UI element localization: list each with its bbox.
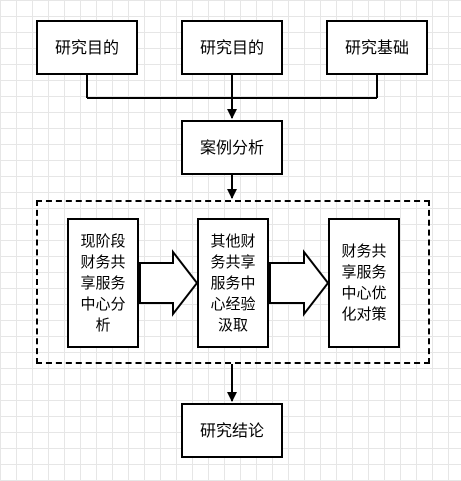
block-arrow-2 <box>269 249 330 317</box>
current-analysis-text: 现阶段 财务共 享服务 中心分 析 <box>80 231 125 336</box>
experience-text: 其他财 务共享 服务中 心经验 汲取 <box>210 231 255 336</box>
research-basis-node: 研究基础 <box>326 20 428 75</box>
experience-node: 其他财 务共享 服务中 心经验 汲取 <box>197 218 269 348</box>
current-analysis-line: 中心分 <box>80 294 126 313</box>
optimization-node: 财务共 享服务 中心优 化对策 <box>328 218 400 348</box>
case-analysis-label: 案例分析 <box>199 137 264 157</box>
optimization-line: 享服务 <box>341 263 387 281</box>
current-analysis-line: 财务共 <box>80 252 126 271</box>
conclusion-node: 研究结论 <box>181 403 283 458</box>
experience-line: 服务中 <box>210 273 256 292</box>
optimization-text: 财务共 享服务 中心优 化对策 <box>341 241 386 325</box>
experience-line: 其他财 <box>210 231 256 250</box>
current-analysis-line: 析 <box>95 315 111 334</box>
case-analysis-node: 案例分析 <box>181 120 283 175</box>
dashed-group-frame <box>36 200 430 364</box>
merge-connector <box>86 75 378 119</box>
research-purpose-node-1: 研究目的 <box>36 20 138 75</box>
research-basis-label: 研究基础 <box>344 37 409 57</box>
current-analysis-line: 现阶段 <box>80 231 126 250</box>
research-purpose-label-1: 研究目的 <box>54 37 119 57</box>
optimization-line: 中心优 <box>341 284 387 302</box>
conclusion-label: 研究结论 <box>199 420 264 440</box>
research-purpose-label-2: 研究目的 <box>199 37 264 57</box>
optimization-line: 化对策 <box>341 305 387 323</box>
block-arrow-1 <box>139 249 199 317</box>
experience-line: 心经验 <box>210 294 256 313</box>
experience-line: 汲取 <box>217 315 248 334</box>
current-analysis-node: 现阶段 财务共 享服务 中心分 析 <box>67 218 139 348</box>
optimization-line: 财务共 <box>341 242 387 260</box>
current-analysis-line: 享服务 <box>80 273 126 292</box>
research-purpose-node-2: 研究目的 <box>181 20 283 75</box>
experience-line: 务共享 <box>210 252 256 271</box>
